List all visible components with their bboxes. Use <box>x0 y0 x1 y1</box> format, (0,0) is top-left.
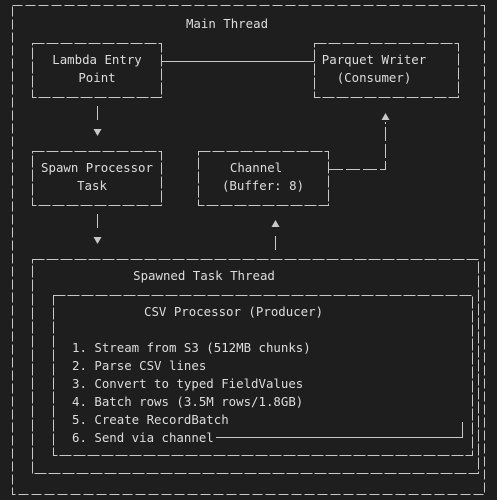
spawn-processor-line1: Spawn Processor <box>41 160 153 175</box>
parquet-writer-line2: (Consumer) <box>336 70 412 85</box>
step-item: 6. Send via channel <box>72 430 214 445</box>
csv-processor-box <box>53 295 473 456</box>
main-thread-frame <box>12 5 485 495</box>
step-item: 3. Convert to typed FieldValues <box>72 376 304 391</box>
main-thread-title: Main Thread <box>185 16 269 31</box>
csv-processor-title: CSV Processor (Producer) <box>144 304 324 319</box>
channel-line1: Channel <box>229 160 283 175</box>
lambda-entry-line2: Point <box>78 70 116 85</box>
spawn-processor-box <box>32 151 162 206</box>
parquet-writer-box <box>314 43 459 98</box>
spawn-processor-line2: Task <box>77 178 107 193</box>
spawned-task-title: Spawned Task Thread <box>133 268 275 283</box>
step-item: 5. Create RecordBatch <box>72 412 229 427</box>
send-channel-line <box>216 422 463 438</box>
arrow-down-spawn-icon <box>93 237 102 244</box>
channel-box <box>198 151 329 206</box>
parquet-writer-line1: Parquet Writer <box>321 52 427 67</box>
channel-parquet-connector <box>329 122 386 170</box>
arrow-down-lambda-icon <box>93 129 102 136</box>
step-item: 1. Stream from S3 (512MB chunks) <box>72 340 311 355</box>
spawned-task-frame <box>32 259 479 474</box>
step-item: 2. Parse CSV lines <box>72 358 207 373</box>
arrow-up-channel-icon <box>271 220 280 227</box>
lambda-entry-line1: Lambda Entry <box>52 52 142 67</box>
lambda-entry-box <box>32 43 162 98</box>
channel-line2: (Buffer: 8) <box>221 178 305 193</box>
step-item: 4. Batch rows (3.5M rows/1.8GB) <box>72 394 304 409</box>
arrow-up-parquet-icon <box>381 113 390 120</box>
